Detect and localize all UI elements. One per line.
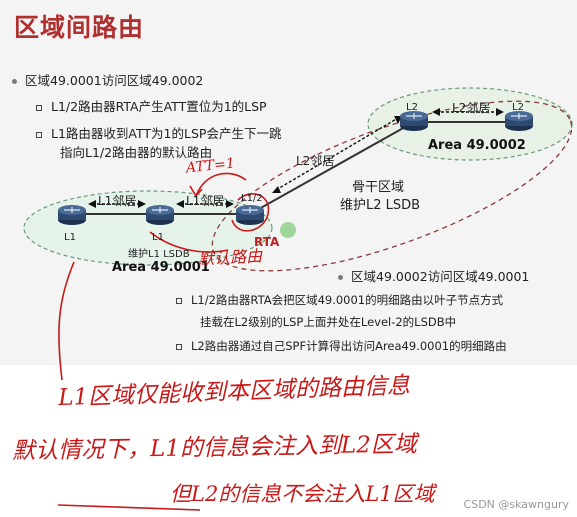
router-l1-mid-desc: 维护L1 LSDB [128,249,190,260]
area-49-0001-label: Area 49.0001 [112,260,210,275]
l2-neighbor-label-2: L2邻居 [452,101,491,115]
bullet-bottom-sub2: L2路由器通过自己SPF计算得出访问Area49.0001的明细路由 [176,338,507,354]
ink-default-route-label: 默认路由 [197,246,263,269]
ink-arrow-to-l1 [195,172,247,197]
page-title: 区域间路由 [14,13,145,42]
backbone-label-1: 骨干区域 [352,180,405,195]
link-rta-l2 [249,121,415,215]
router-l1-mid-icon [146,205,174,225]
bullet-top-sub1: L1/2路由器RTA产生ATT置位为1的LSP [36,96,267,115]
router-l1-left-label: L1 [64,232,76,243]
router-l2-b-icon [505,111,533,131]
ink-annotations [57,172,270,511]
bullet-square-icon [176,343,182,350]
bullet-bottom-main: 区域49.0002访问区域49.0001 [338,266,529,285]
router-l2-a-icon [400,111,428,131]
l1-neighbor-label-2: L1邻居 [186,194,225,208]
ink-curve-left [58,261,75,381]
area-49-0002-label: Area 49.0002 [428,138,526,153]
router-rta-tag: L1/2 [241,193,263,204]
bullet-bottom-sub1: L1/2路由器RTA会把区域49.0001的明细路由以叶子节点方式 [176,292,503,308]
bullet-dot-icon [12,79,17,84]
router-l2-a-label: L2 [406,102,418,113]
bullet-square-icon [176,297,182,304]
bullet-square-icon [36,131,42,138]
bullet-dot-icon [338,275,343,280]
l2-neighbor-arrow-1 [275,117,399,191]
backbone-area-ellipse [211,100,573,272]
bullet-square-icon [36,104,42,111]
ink-arrow-down [149,231,229,253]
bullet-top-sub2: L1路由器收到ATT为1的LSP会产生下一跳 [36,123,281,142]
bullet-top-main: 区域49.0001访问区域49.0002 [12,70,203,89]
backbone-label-2: 维护L2 LSDB [340,198,421,213]
pointer-marker-icon [280,222,296,238]
area-49-0001-ellipse [23,190,273,266]
ink-note-3: 但L2的信息不会注入L1区域 [170,482,435,506]
watermark: CSDN @skawngury [463,498,569,511]
l1-neighbor-label-1: L1邻居 [98,194,137,208]
slide-background [0,0,577,365]
router-rta-name: RTA [254,235,280,249]
bullet-bottom-sub1-cont: 挂载在L2级别的LSP上面并处在Level-2的LSDB中 [200,315,457,329]
router-rta-icon [236,205,264,225]
ink-line-bottom [57,504,201,511]
router-l1-left-icon [58,205,86,225]
ink-note-2: 默认情况下，L1的信息会注入到L2区域 [11,431,418,465]
router-l1-mid-label: L1 [152,232,164,243]
ink-circle-rta [231,193,270,232]
l2-neighbor-label-1: L2邻居 [296,154,335,168]
router-l2-b-label: L2 [512,102,524,113]
bullet-top-sub2-cont: 指向L1/2路由器的默认路由 [60,145,213,160]
